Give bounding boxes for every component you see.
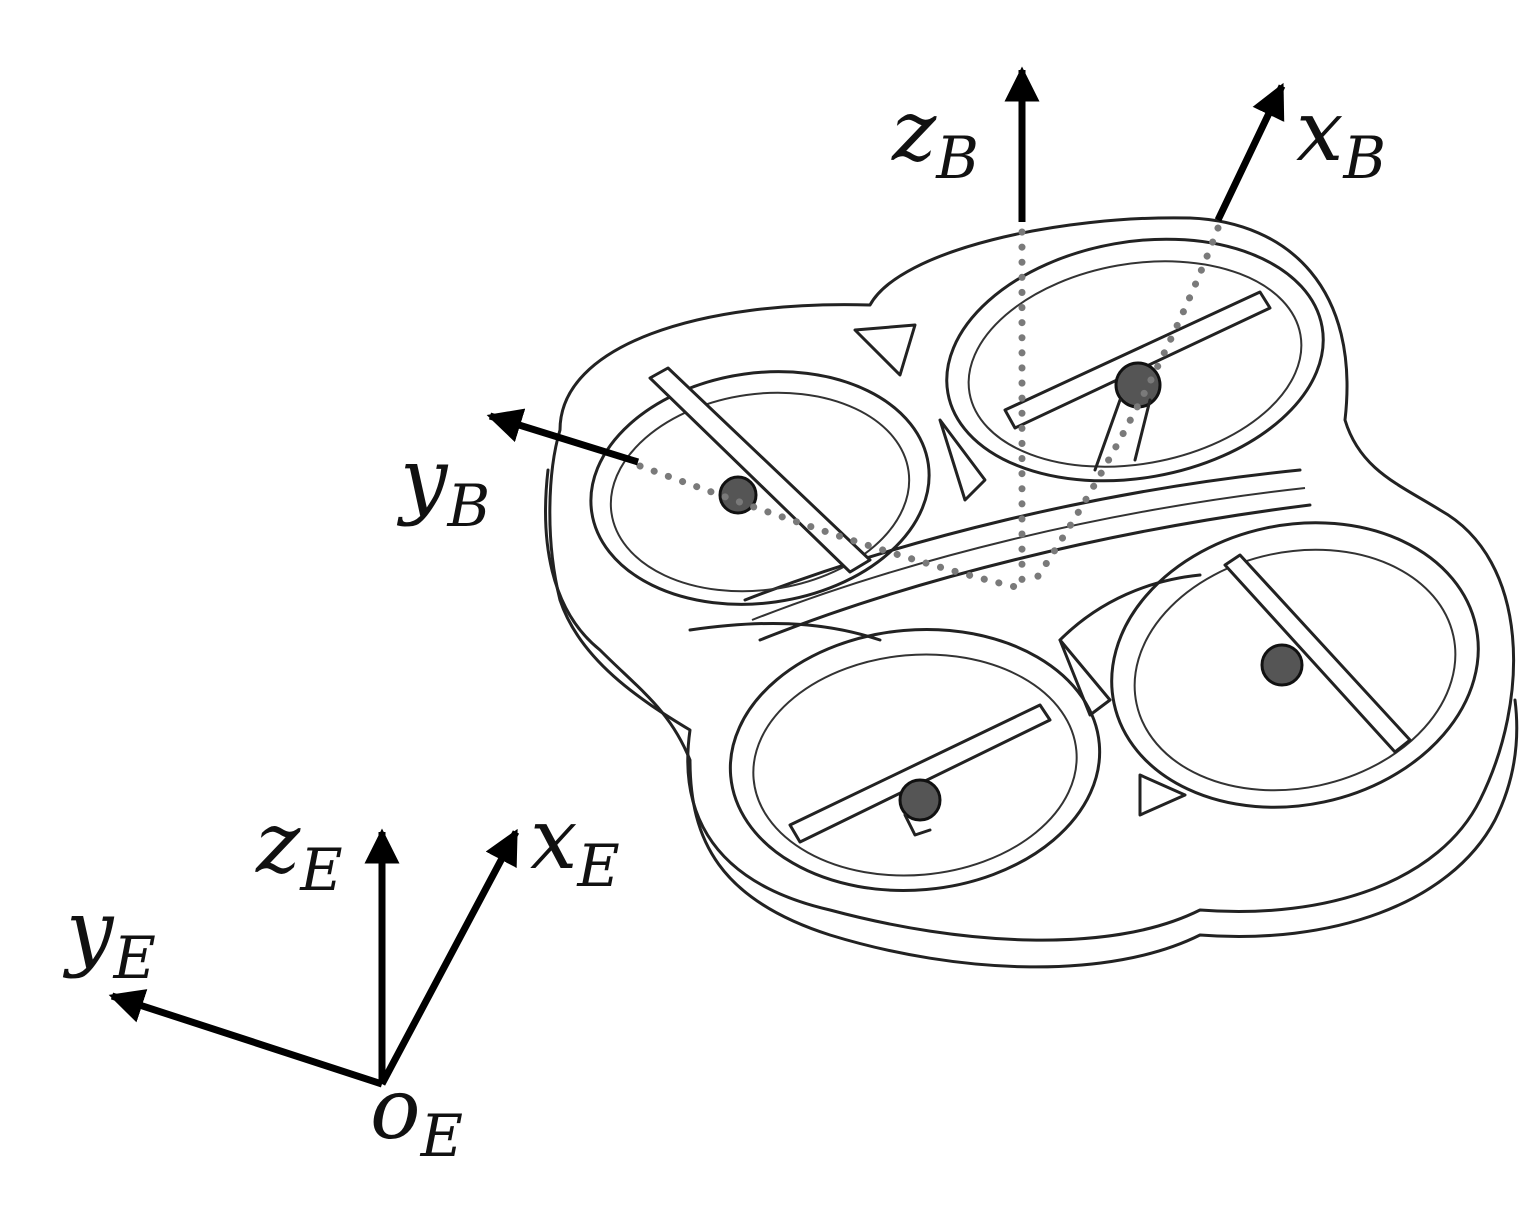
xE-arrow xyxy=(378,828,520,1086)
ring-guard-back-left xyxy=(589,370,931,606)
body-frame-dotted-axes xyxy=(636,224,1222,592)
propeller-front-right xyxy=(1223,553,1412,754)
cross-bar xyxy=(688,573,1202,642)
yB-label: yB xyxy=(396,430,490,540)
xB-label: xB xyxy=(1296,82,1386,192)
propeller-back-right xyxy=(1003,290,1272,430)
ring-guard-back-left-inner xyxy=(609,391,911,593)
yB-dotted-line xyxy=(636,462,1024,592)
motor-mount-front-left xyxy=(903,813,932,837)
yE-arrow xyxy=(108,989,384,1088)
propeller-front-left xyxy=(788,703,1052,844)
yE-label: yE xyxy=(62,882,156,992)
yB-arrow xyxy=(486,408,640,466)
ring-guard-front-left xyxy=(728,627,1102,893)
earth-frame-arrows xyxy=(108,828,520,1088)
ring-guard-front-left-inner xyxy=(752,653,1078,877)
central-spine-top xyxy=(743,468,1302,602)
motor-back-left xyxy=(718,475,758,515)
hull-outer-outline xyxy=(548,216,1516,942)
xE-label: xE xyxy=(530,790,620,900)
hull-lower-edge xyxy=(544,468,1519,969)
ring-guard-front-right xyxy=(1110,521,1480,809)
xB-arrow xyxy=(1214,82,1286,222)
earth-origin-label: oE xyxy=(370,1060,463,1170)
quadrotor-drawing xyxy=(544,216,1519,969)
axis-labels: zB xB yB zE xE yE oE xyxy=(62,82,1386,1170)
ring-guard-back-right-inner xyxy=(967,260,1303,468)
motor-front-right xyxy=(1260,643,1304,687)
motor-back-right xyxy=(1114,361,1162,409)
cutout-center-lower xyxy=(1058,638,1112,717)
zE-label: zE xyxy=(255,794,343,904)
motor-front-left xyxy=(898,778,942,822)
ring-guard-front-right-inner xyxy=(1133,548,1457,792)
motor-mount-back-right xyxy=(1093,398,1152,472)
cutout-bottom xyxy=(1138,773,1187,817)
cutout-top xyxy=(853,323,917,377)
ring-guard-back-right xyxy=(945,237,1325,483)
zB-label: zB xyxy=(891,82,979,192)
central-spine-bottom xyxy=(758,503,1312,642)
body-frame-arrows xyxy=(486,66,1286,466)
cutout-middle xyxy=(938,418,987,502)
central-spine-mid xyxy=(751,487,1306,621)
xB-dotted-line xyxy=(1026,224,1222,592)
propeller-back-left xyxy=(648,366,872,574)
